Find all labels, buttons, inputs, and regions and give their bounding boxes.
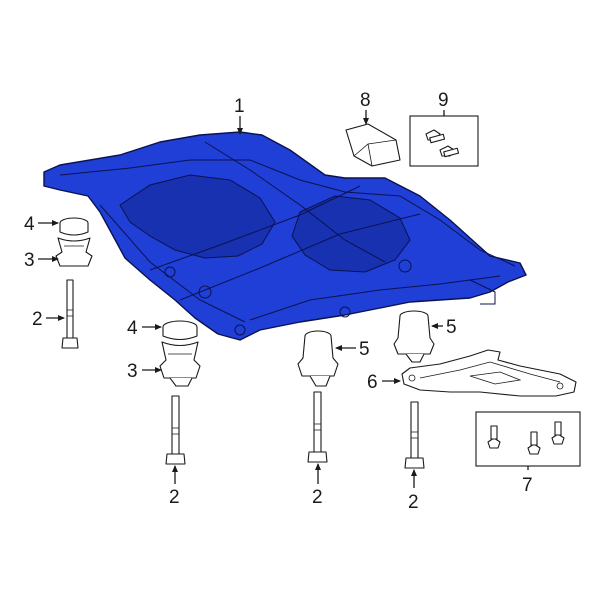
bracket-insulator[interactable] (345, 123, 401, 167)
callout-1[interactable]: 1 (234, 96, 245, 117)
callout-5-center[interactable]: 5 (359, 339, 370, 360)
bolt-kit-7[interactable] (487, 421, 565, 455)
leader-lines (38, 110, 529, 488)
crossmember-frame[interactable] (43, 131, 527, 341)
bolt-right[interactable] (404, 401, 425, 469)
callout-5-right[interactable]: 5 (446, 317, 457, 338)
callout-6[interactable]: 6 (367, 372, 378, 393)
callout-9[interactable]: 9 (438, 90, 449, 111)
callout-2-center-left[interactable]: 2 (169, 487, 180, 508)
bushing-body-center[interactable] (159, 341, 201, 387)
callout-7[interactable]: 7 (522, 475, 533, 496)
bolt-center-right[interactable] (307, 391, 328, 463)
bushing-cap-left[interactable] (59, 217, 89, 236)
bolt-center-left[interactable] (165, 395, 186, 465)
callout-4-left[interactable]: 4 (24, 214, 35, 235)
callout-2-right[interactable]: 2 (408, 492, 419, 513)
bushing-cap-center[interactable] (162, 320, 198, 341)
hardware-box-9 (409, 115, 479, 167)
callout-8[interactable]: 8 (360, 90, 371, 111)
callout-4-center[interactable]: 4 (127, 318, 138, 339)
mount-right[interactable] (393, 310, 435, 363)
callout-3-left[interactable]: 3 (24, 250, 35, 271)
callout-2-center-right[interactable]: 2 (312, 487, 323, 508)
callout-2-left[interactable]: 2 (32, 309, 43, 330)
callout-3-center[interactable]: 3 (127, 361, 138, 382)
bolt-kit-9[interactable] (425, 129, 460, 158)
brace-plate[interactable] (401, 349, 577, 397)
mount-center[interactable] (297, 330, 339, 387)
bushing-body-left[interactable] (55, 237, 93, 267)
callout-numbers: 1 8 9 4 3 2 4 3 2 2 2 5 5 6 7 (24, 90, 533, 513)
bolt-left[interactable] (61, 279, 79, 349)
